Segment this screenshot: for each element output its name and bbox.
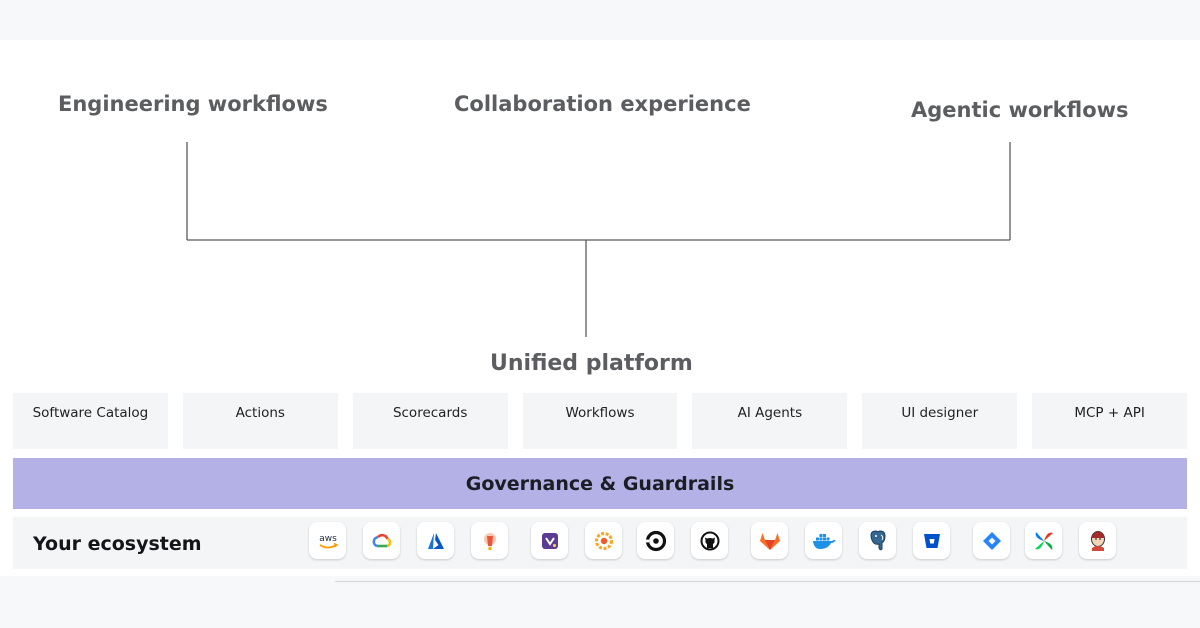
module-mcp-api: MCP + API (1032, 393, 1188, 449)
heading-agentic-workflows: Agentic workflows (911, 98, 1129, 122)
heading-collaboration-experience: Collaboration experience (454, 92, 751, 116)
azure-icon (417, 522, 454, 559)
governance-bar: Governance & Guardrails (13, 458, 1187, 509)
gitlab-icon (751, 522, 788, 559)
circleci-icon (637, 522, 674, 559)
aws-icon: aws (309, 522, 346, 559)
ecosystem-label: Your ecosystem (33, 533, 202, 555)
module-scorecards: Scorecards (352, 393, 508, 449)
governance-label: Governance & Guardrails (465, 472, 735, 495)
pagerduty-icon (471, 522, 508, 559)
postgresql-icon (859, 522, 896, 559)
github-icon (691, 522, 728, 559)
jfrog-icon (531, 522, 568, 559)
jenkins-icon (1079, 522, 1116, 559)
module-ui-designer: UI designer (862, 393, 1018, 449)
airflow-icon (1025, 522, 1062, 559)
docker-icon (805, 522, 842, 559)
module-software-catalog: Software Catalog (13, 393, 168, 449)
module-ai-agents: AI Agents (692, 393, 848, 449)
module-actions: Actions (182, 393, 338, 449)
bottom-divider (335, 581, 1200, 582)
platform-modules: Software Catalog Actions Scorecards Work… (13, 393, 1188, 449)
aws-icon-text: aws (319, 534, 337, 544)
jira-icon (973, 522, 1010, 559)
google-cloud-icon (363, 522, 400, 559)
grafana-icon (585, 522, 622, 559)
module-workflows: Workflows (522, 393, 678, 449)
unified-platform-title: Unified platform (490, 351, 693, 376)
ecosystem-bar: Your ecosystem aws (13, 517, 1187, 569)
heading-engineering-workflows: Engineering workflows (58, 92, 328, 116)
bitbucket-icon (913, 522, 950, 559)
